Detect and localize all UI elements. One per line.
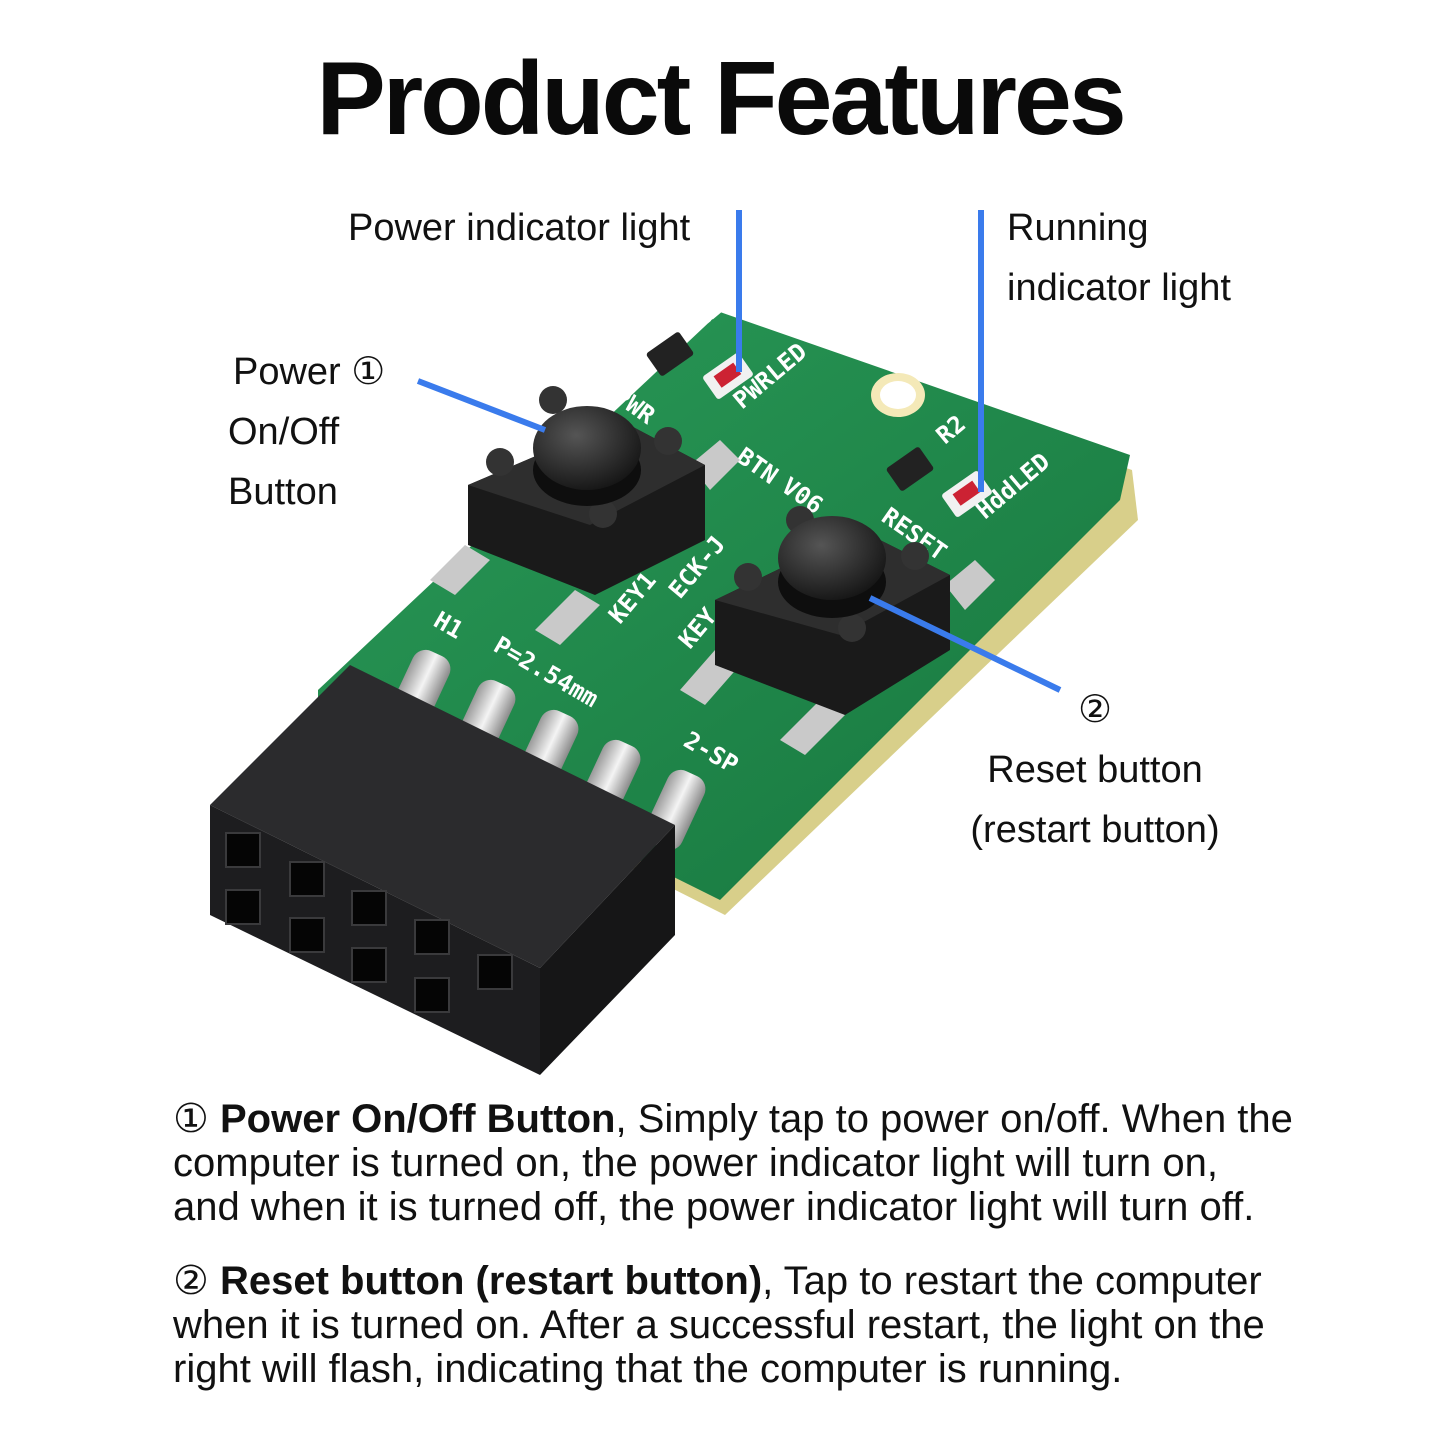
description-power: ① Power On/Off Button, Simply tap to pow… [173, 1097, 1333, 1229]
power-button-line2: On/Off [228, 411, 340, 453]
description-power-heading: Power On/Off Button [219, 1097, 616, 1141]
description-reset-line1: ② Reset button (restart button), Tap to … [173, 1259, 1333, 1303]
description-reset-number: ② [173, 1259, 209, 1303]
description-power-line2: computer is turned on, the power indicat… [173, 1141, 1218, 1185]
reset-button-number: ② [1077, 689, 1113, 731]
running-indicator-label: Running indicator light [1007, 198, 1231, 318]
reset-button-line1: Reset button [987, 749, 1203, 791]
reset-switch [680, 506, 995, 755]
description-reset-text1: , Tap to restart the computer [762, 1259, 1262, 1303]
description-power-text1: , Simply tap to power on/off. When the [615, 1097, 1293, 1141]
resistor-r2 [886, 447, 934, 491]
description-power-line1: ① Power On/Off Button, Simply tap to pow… [173, 1097, 1333, 1141]
reset-button-label: ② Reset button (restart button) [955, 680, 1235, 860]
power-switch [430, 386, 740, 645]
power-button-label: Power ① On/Off Button [228, 342, 385, 522]
reset-button-line2: (restart button) [970, 809, 1220, 851]
power-button-line1: Power ① [233, 351, 386, 393]
description-reset-heading: Reset button (restart button) [219, 1259, 763, 1303]
running-indicator-line2: indicator light [1007, 267, 1231, 309]
description-power-line3: and when it is turned off, the power ind… [173, 1185, 1255, 1229]
description-reset-line2: when it is turned on. After a successful… [173, 1303, 1265, 1347]
resistor-r1 [646, 332, 694, 376]
power-indicator-label: Power indicator light [348, 207, 691, 249]
leader-power-button [416, 378, 547, 433]
power-button-line3: Button [228, 471, 338, 513]
page-title: Product Features [316, 41, 1126, 157]
header-connector [210, 665, 675, 1075]
leader-reset-button [868, 595, 1062, 693]
description-reset-line3: right will flash, indicating that the co… [173, 1347, 1123, 1391]
description-reset: ② Reset button (restart button), Tap to … [173, 1259, 1333, 1391]
description-power-number: ① [173, 1097, 209, 1141]
running-indicator-line1: Running [1007, 207, 1149, 249]
